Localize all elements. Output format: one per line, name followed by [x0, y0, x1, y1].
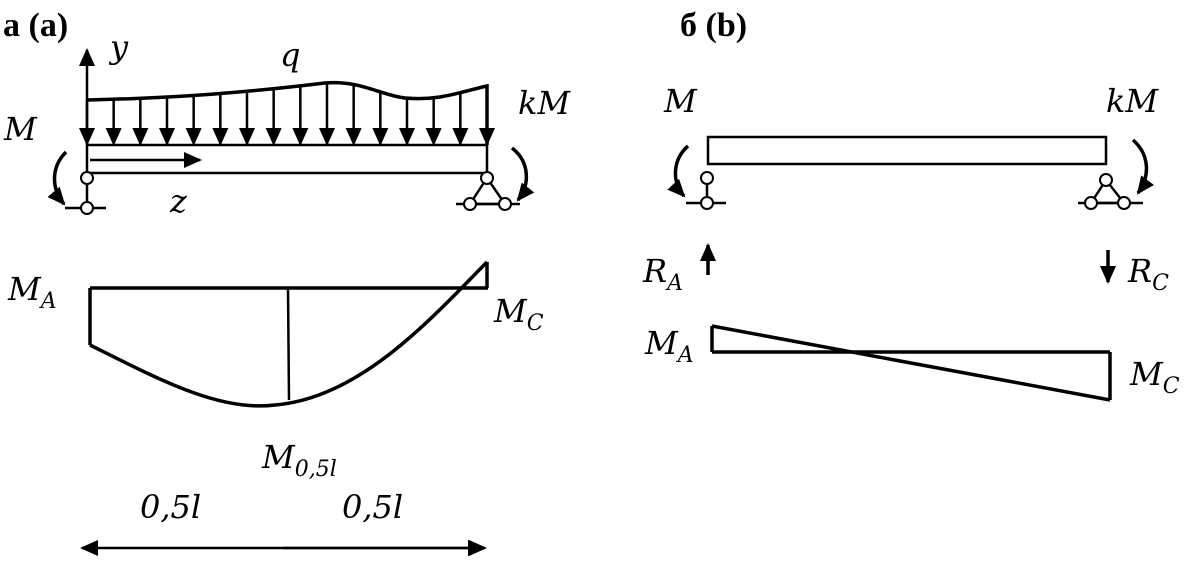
moment-right-label-b: kM: [1106, 82, 1159, 120]
moment-right-arrow-b: [1131, 138, 1154, 195]
moment-diagram-b: [710, 324, 1112, 402]
moment-left-arrow: [47, 150, 68, 206]
moment-right-label: kM: [518, 84, 571, 122]
dimension-right-label: 0,5l: [342, 488, 403, 526]
load-label: q: [280, 36, 300, 74]
moment-right-arrow: [510, 146, 535, 202]
moment-left-label-b: M: [663, 82, 698, 120]
panel-b-title: б (b): [680, 7, 747, 44]
panel-a: а (a) y q z M kM: [3, 7, 571, 556]
distributed-load-curve: [86, 80, 489, 145]
beam-b: [706, 135, 1108, 166]
moment-left-label: M: [3, 110, 38, 148]
pin-support-left: [65, 171, 106, 215]
moment-left-arrow-b: [667, 144, 690, 198]
dimension-left-label: 0,5l: [140, 488, 201, 526]
panel-a-title: а (a): [3, 7, 68, 44]
moment-diagram-a: [88, 260, 489, 408]
panel-b: б (b) M kM RA RC MA MC: [642, 7, 1180, 402]
diagram-a-MA-label: MA: [7, 270, 57, 314]
diagram-b-MC-label: MC: [1129, 355, 1180, 399]
z-axis-label: z: [169, 182, 188, 220]
beam-a: [85, 143, 489, 175]
fixed-support-right: [456, 171, 520, 211]
reaction-right-label: RC: [1127, 252, 1169, 296]
diagram-a-Mmid-label: M0,5l: [261, 438, 337, 482]
reaction-left-label: RA: [642, 252, 683, 296]
diagram-a-MC-label: MC: [493, 292, 544, 336]
pin-support-left-b: [686, 171, 726, 210]
load-arrows: [79, 82, 495, 146]
fixed-support-right-b: [1078, 173, 1143, 210]
diagram-b-MA-label: MA: [644, 324, 694, 368]
y-axis-label: y: [108, 28, 129, 66]
